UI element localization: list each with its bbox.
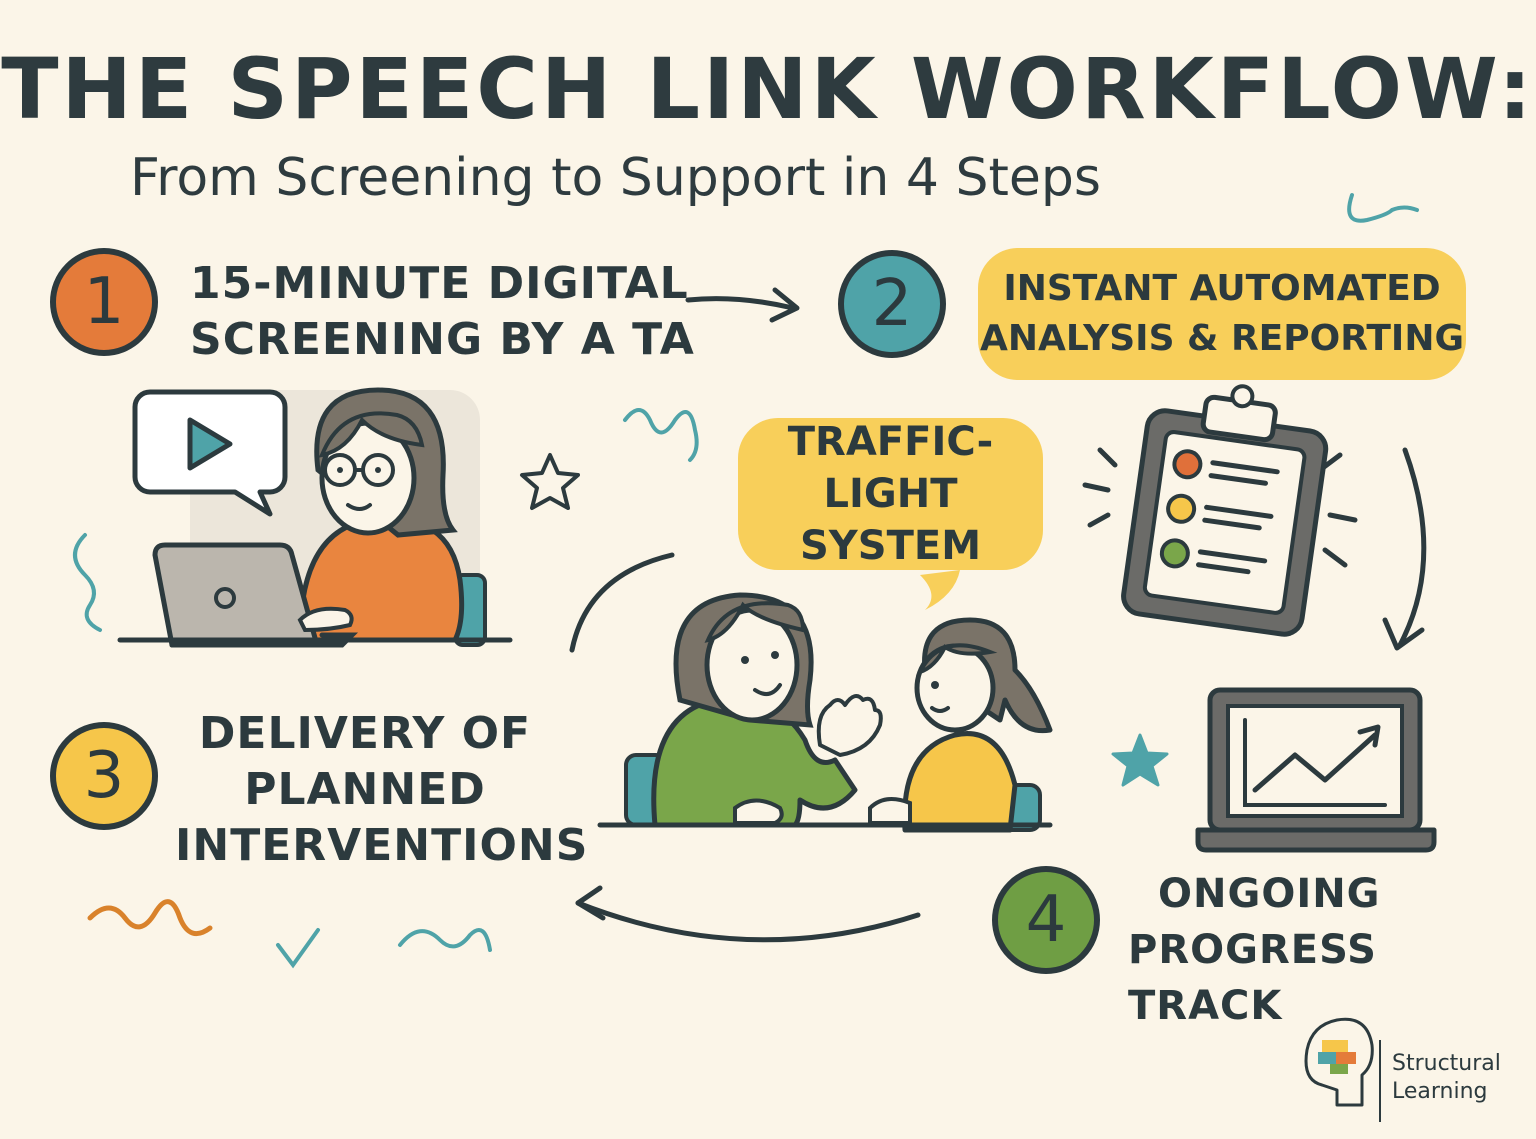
step-2-label-bubble: INSTANT AUTOMATED ANALYSIS & REPORTING <box>978 248 1466 380</box>
green-light-icon <box>1159 538 1190 569</box>
step-2-line-2: ANALYSIS & REPORTING <box>980 318 1464 359</box>
clipboard-report-illustration <box>1082 384 1358 637</box>
speech-bubble-tail <box>920 570 960 610</box>
video-play-icon <box>132 389 288 517</box>
arrow-step1-to-step2 <box>685 287 800 323</box>
step-2-badge: 2 <box>838 250 946 358</box>
step-3-number: 3 <box>83 739 125 813</box>
page-title: THE SPEECH LINK WORKFLOW: <box>1 40 1535 138</box>
step-2-number: 2 <box>871 267 913 341</box>
step-4-label: ONGOING PROGRESS TRACK <box>1128 866 1508 1034</box>
decorative-doodles <box>73 193 1419 969</box>
amber-light-icon <box>1166 493 1197 524</box>
step-4-badge: 4 <box>992 866 1100 974</box>
logo-line-1: Structural <box>1392 1051 1501 1076</box>
step-4-line-1: ONGOING <box>1158 871 1381 917</box>
traffic-light-line-2: LIGHT SYSTEM <box>800 471 981 569</box>
arrow-step3-arc <box>569 552 675 653</box>
step-1-line-1: 15-MINUTE DIGITAL <box>190 258 689 309</box>
step-1-number: 1 <box>83 265 125 339</box>
step-1-badge: 1 <box>50 248 158 356</box>
step-3-line-3: INTERVENTIONS <box>175 820 589 871</box>
progress-monitor-illustration <box>1195 687 1437 853</box>
traffic-light-speech-bubble: TRAFFIC- LIGHT SYSTEM <box>738 418 1043 570</box>
step-3-badge: 3 <box>50 722 158 830</box>
step-3-line-1: DELIVERY OF <box>198 708 532 759</box>
step-1-label: 15-MINUTE DIGITAL SCREENING BY A TA <box>190 256 695 368</box>
arrow-step2-to-step4 <box>1382 447 1427 651</box>
red-light-icon <box>1172 449 1203 480</box>
structural-learning-logo-text: Structural Learning <box>1392 1050 1501 1106</box>
ta-laptop-illustration <box>117 387 513 648</box>
logo-line-2: Learning <box>1392 1079 1488 1104</box>
step-2-line-1: INSTANT AUTOMATED <box>1003 268 1441 309</box>
structural-learning-logo-icon <box>1304 1017 1381 1122</box>
step-3-line-2: PLANNED <box>244 764 486 815</box>
teal-star-icon <box>1111 733 1169 787</box>
arrow-step4-to-step3 <box>575 885 921 943</box>
traffic-light-line-1: TRAFFIC- <box>787 419 994 465</box>
step-4-number: 4 <box>1025 883 1067 957</box>
step-4-line-2: PROGRESS TRACK <box>1128 927 1377 1029</box>
intervention-session-illustration <box>597 592 1053 833</box>
step-1-line-2: SCREENING BY A TA <box>190 314 695 365</box>
page-subtitle: From Screening to Support in 4 Steps <box>130 148 1101 208</box>
step-3-label: DELIVERY OF PLANNED INTERVENTIONS <box>175 706 589 874</box>
